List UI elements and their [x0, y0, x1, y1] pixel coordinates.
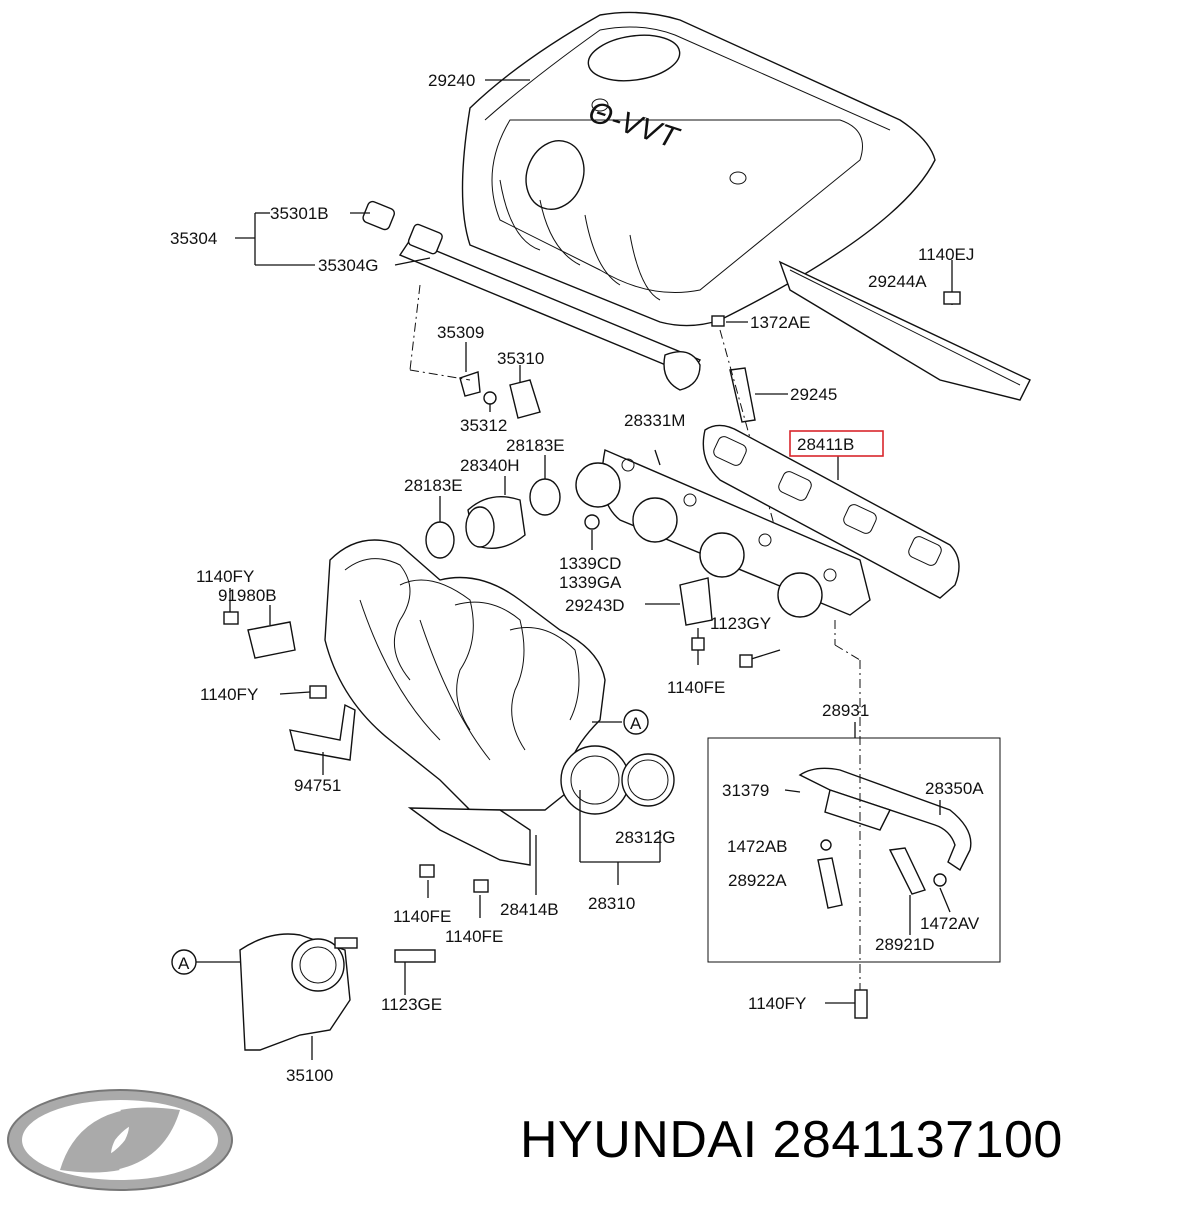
callout-1123GE: 1123GE — [381, 995, 442, 1014]
callout-1140FE-b: 1140FE — [393, 907, 451, 926]
callout-28350A: 28350A — [925, 779, 984, 798]
callout-29243D: 29243D — [565, 596, 625, 615]
marker-a-2: A — [178, 954, 190, 973]
callout-29244A: 29244A — [868, 272, 927, 291]
callout-29245: 29245 — [790, 385, 837, 404]
callout-1140FE-c: 1140FE — [445, 927, 503, 946]
marker-a-1: A — [630, 714, 642, 733]
callout-1140FY-a: 1140FY — [196, 567, 254, 586]
callout-28331M: 28331M — [624, 411, 685, 430]
callout-1123GY: 1123GY — [710, 614, 771, 633]
hyundai-logo — [7, 1089, 233, 1191]
callout-1140EJ: 1140EJ — [918, 245, 974, 264]
callout-1140FE-a: 1140FE — [667, 678, 725, 697]
pcv-hose-assembly: 28931 31379 28350A 1472AB 28922A 1472AV … — [707, 620, 1001, 1019]
callout-1339CD: 1339CD — [559, 554, 621, 573]
footer-brand: HYUNDAI — [520, 1111, 758, 1169]
callout-35310: 35310 — [497, 349, 544, 368]
callout-28414B: 28414B — [500, 900, 559, 919]
callout-35304: 35304 — [170, 229, 217, 248]
fuel-rail: 35301B 35304 35304G — [170, 200, 702, 391]
callout-28310: 28310 — [588, 894, 635, 913]
footer-part-number: 2841137100 — [772, 1111, 1063, 1169]
injector-parts: 35309 35310 35312 — [409, 284, 544, 435]
hoses: 28183E 28340H 28183E — [404, 436, 565, 559]
callout-35100: 35100 — [286, 1066, 333, 1085]
callout-28921D: 28921D — [875, 935, 935, 954]
callout-35301B: 35301B — [270, 204, 329, 223]
callout-1140FY-c: 1140FY — [748, 994, 806, 1013]
callout-29240: 29240 — [428, 71, 475, 90]
callout-1472AV: 1472AV — [920, 914, 980, 933]
footer-title: HYUNDAI 2841137100 — [520, 1110, 1063, 1170]
bracket-28414B: 28414B 1140FE 1140FE — [393, 807, 559, 946]
left-fasteners: 1140FY 91980B 1140FY 94751 — [196, 567, 356, 795]
bracket-29244A: 1140EJ 29244A — [778, 245, 1031, 401]
manifold-flange: 28331M — [575, 411, 871, 618]
callout-28183E-a: 28183E — [506, 436, 565, 455]
bracket-fasteners: 1339CD 1339GA 29243D 1140FE 1123GY — [559, 514, 781, 697]
callout-1472AB: 1472AB — [727, 837, 788, 856]
throttle-flange: A 28310 28312G — [579, 709, 676, 913]
engine-cover: Θ-VVT 29240 — [428, 11, 936, 327]
callout-94751: 94751 — [294, 776, 341, 795]
callout-35312: 35312 — [460, 416, 507, 435]
intake-manifold — [324, 539, 675, 815]
callout-31379: 31379 — [722, 781, 769, 800]
callout-91980B: 91980B — [218, 586, 277, 605]
callout-28183E-b: 28183E — [404, 476, 463, 495]
callout-28312G: 28312G — [615, 828, 676, 847]
callout-1339GA: 1339GA — [559, 573, 622, 592]
callout-28931: 28931 — [822, 701, 869, 720]
callout-28922A: 28922A — [728, 871, 787, 890]
highlight-box — [789, 430, 884, 457]
throttle-body: A 1123GE 35100 — [171, 933, 442, 1085]
callout-1140FY-b: 1140FY — [200, 685, 258, 704]
callout-28340H: 28340H — [460, 456, 520, 475]
callout-28411B: 28411B — [797, 435, 854, 454]
callout-35309: 35309 — [437, 323, 484, 342]
callout-35304G: 35304G — [318, 256, 379, 275]
callout-1372AE: 1372AE — [750, 313, 811, 332]
gasket-28411B: 28411B — [702, 424, 960, 599]
